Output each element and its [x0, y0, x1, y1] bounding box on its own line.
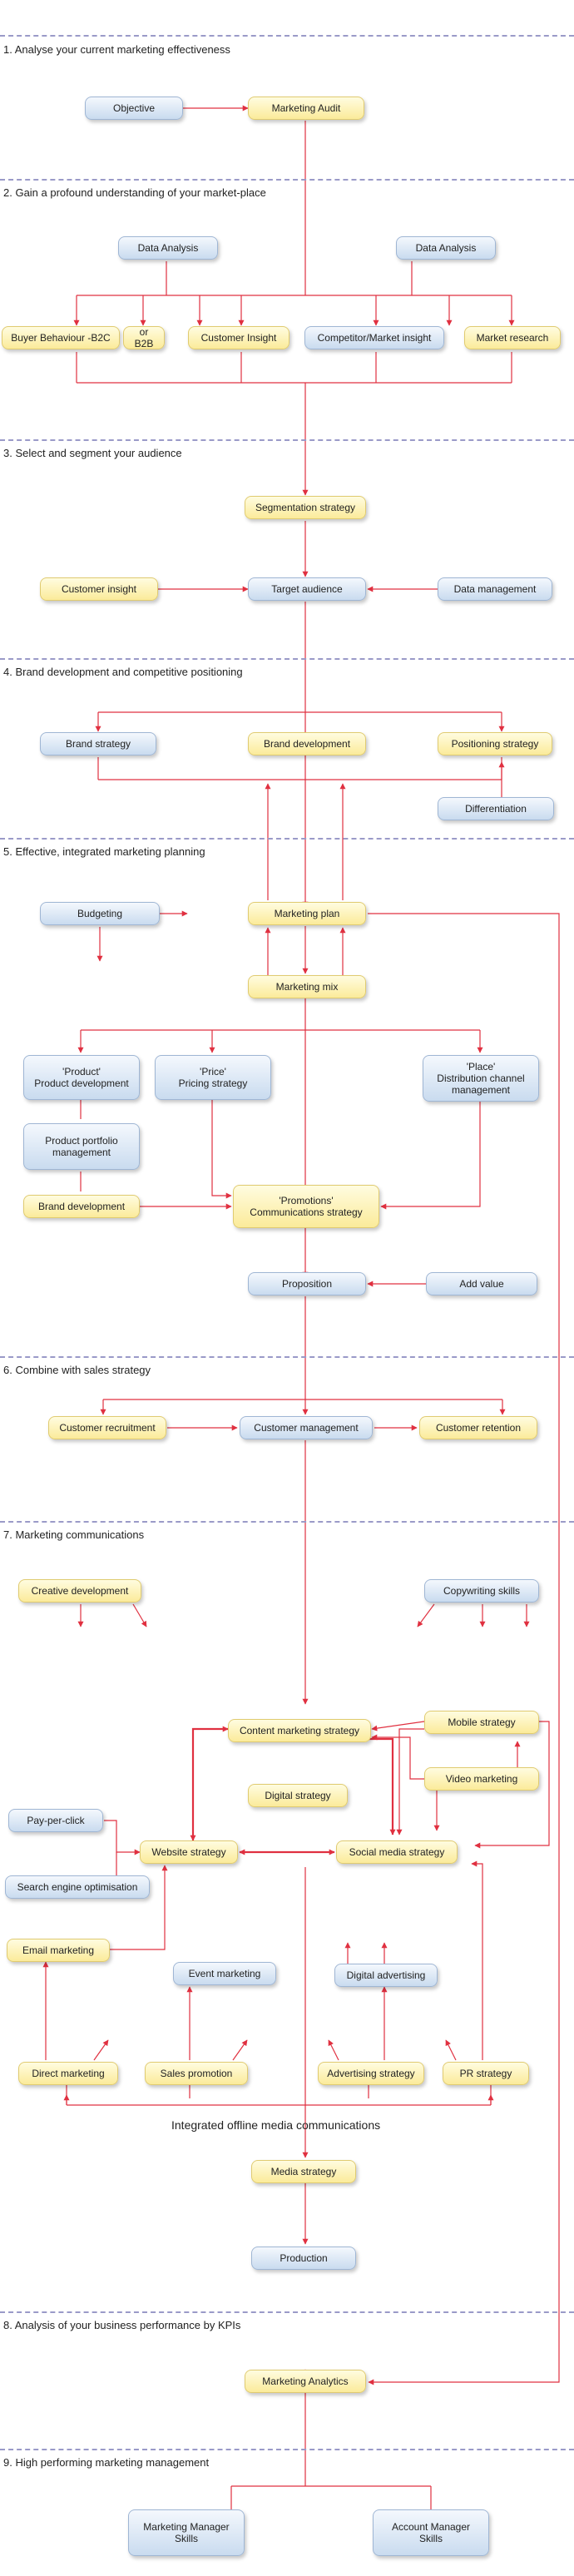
section-divider [0, 2311, 574, 2313]
event-marketing-node: Event marketing [173, 1962, 276, 1985]
section-divider [0, 179, 574, 181]
website-strategy-node: Website strategy [140, 1840, 238, 1864]
positioning-strategy-node: Positioning strategy [438, 732, 552, 755]
brand-development-node: Brand development [23, 1195, 140, 1218]
production-node: Production [251, 2247, 356, 2270]
marketing-mix-node: Marketing mix [248, 975, 366, 998]
data-analysis-right-node: Data Analysis [396, 236, 496, 260]
pay-per-click-node: Pay-per-click [8, 1809, 103, 1832]
section-heading-9: 9. High performing marketing management [3, 2456, 210, 2469]
budgeting-node: Budgeting [40, 902, 160, 925]
price-node: 'Price' Pricing strategy [155, 1055, 271, 1100]
section-heading-6: 6. Combine with sales strategy [3, 1364, 151, 1376]
data-management-node: Data management [438, 577, 552, 601]
section-heading-1: 1. Analyse your current marketing effect… [3, 43, 230, 56]
section-heading-5: 5. Effective, integrated marketing plann… [3, 845, 205, 858]
social-media-strategy-node: Social media strategy [336, 1840, 458, 1864]
section-divider [0, 35, 574, 37]
customer-insight-top-node: Customer Insight [188, 326, 289, 349]
advertising-strategy-node: Advertising strategy [318, 2062, 424, 2085]
target-audience-node: Target audience [248, 577, 366, 601]
pr-strategy-node: PR strategy [443, 2062, 529, 2085]
media-strategy-node: Media strategy [251, 2160, 356, 2183]
marketing-manager-skills-node: Marketing Manager Skills [128, 2509, 245, 2556]
section-heading-7: 7. Marketing communications [3, 1528, 145, 1541]
digital-strategy-node: Digital strategy [248, 1784, 348, 1807]
section-divider [0, 439, 574, 441]
promotions-node: 'Promotions' Communications strategy [233, 1185, 379, 1228]
data-analysis-left-node: Data Analysis [118, 236, 218, 260]
market-research-node: Market research [464, 326, 561, 349]
customer-recruitment-node: Customer recruitment [48, 1416, 166, 1439]
competitor-insight-node: Competitor/Market insight [304, 326, 444, 349]
section-divider [0, 2449, 574, 2450]
section-heading-2: 2. Gain a profound understanding of your… [3, 186, 266, 199]
section-heading-8: 8. Analysis of your business performance… [3, 2319, 241, 2331]
proposition-node: Proposition [248, 1272, 366, 1295]
segmentation-strategy-node: Segmentation strategy [245, 496, 366, 519]
section-heading-3: 3. Select and segment your audience [3, 447, 182, 459]
section-divider [0, 1521, 574, 1523]
brand-development-top-node: Brand development [248, 732, 366, 755]
differentiation-node: Differentiation [438, 797, 554, 820]
section-divider [0, 1356, 574, 1358]
integrated-offline-label: Integrated offline media communications [171, 2118, 381, 2132]
customer-management-node: Customer management [240, 1416, 373, 1439]
or-b2b-node: or B2B [123, 326, 165, 349]
digital-advertising-node: Digital advertising [334, 1964, 438, 1987]
marketing-audit-node: Marketing Audit [248, 97, 364, 120]
creative-development-node: Creative development [18, 1579, 141, 1603]
account-manager-skills-node: Account Manager Skills [373, 2509, 489, 2556]
mobile-strategy-node: Mobile strategy [424, 1711, 539, 1734]
customer-insight-node: Customer insight [40, 577, 158, 601]
place-node: 'Place' Distribution channel management [423, 1055, 539, 1102]
copywriting-skills-node: Copywriting skills [424, 1579, 539, 1603]
seo-node: Search engine optimisation [5, 1875, 150, 1899]
add-value-node: Add value [426, 1272, 537, 1295]
customer-retention-node: Customer retention [419, 1416, 537, 1439]
section-divider [0, 658, 574, 660]
buyer-behaviour-node: Buyer Behaviour -B2C [2, 326, 120, 349]
product-portfolio-node: Product portfolio management [23, 1123, 140, 1170]
sales-promotion-node: Sales promotion [145, 2062, 248, 2085]
email-marketing-node: Email marketing [7, 1939, 110, 1962]
section-divider [0, 838, 574, 840]
objective-node: Objective [85, 97, 183, 120]
video-marketing-node: Video marketing [424, 1767, 539, 1791]
product-node: 'Product' Product development [23, 1055, 140, 1100]
content-marketing-node: Content marketing strategy [228, 1719, 371, 1742]
marketing-plan-node: Marketing plan [248, 902, 366, 925]
brand-strategy-node: Brand strategy [40, 732, 156, 755]
section-heading-4: 4. Brand development and competitive pos… [3, 666, 243, 678]
direct-marketing-node: Direct marketing [18, 2062, 118, 2085]
marketing-analytics-node: Marketing Analytics [245, 2370, 366, 2393]
